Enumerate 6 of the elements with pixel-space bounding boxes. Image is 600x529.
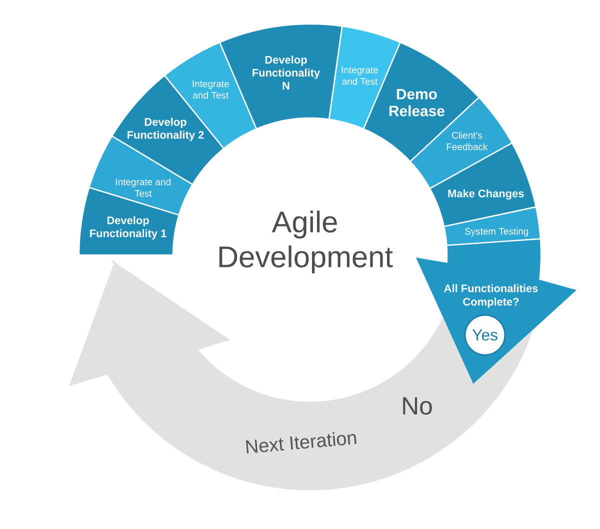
curved-arrow bbox=[68, 260, 533, 490]
ring-segment: System Testing bbox=[443, 206, 542, 246]
edge-label: No bbox=[400, 396, 434, 416]
circle-badge: Yes bbox=[464, 314, 506, 356]
arrow-label: Next Iteration bbox=[243, 429, 359, 455]
title: Agile Development bbox=[219, 210, 393, 274]
